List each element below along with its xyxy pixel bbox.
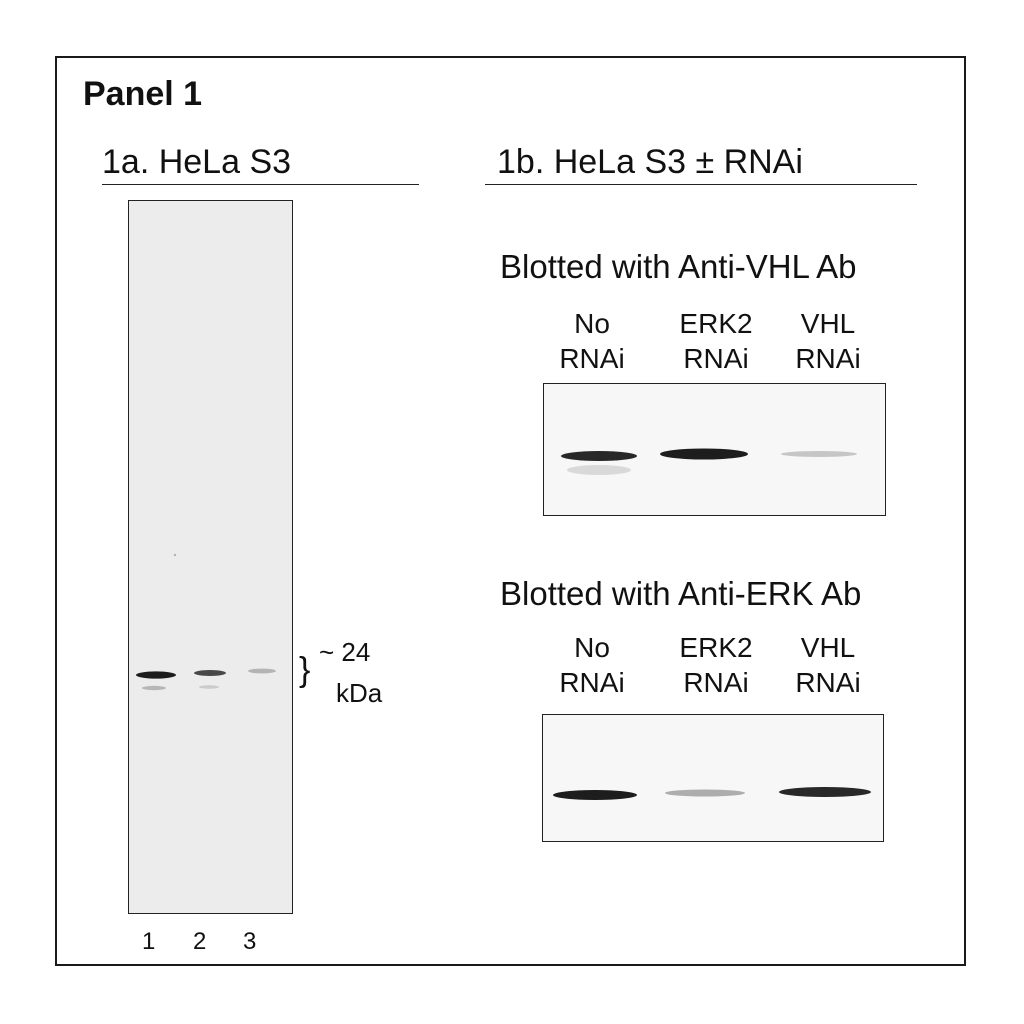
vhl-blot-lane-label-1: No RNAi <box>537 306 647 376</box>
lane-label-line: RNAi <box>795 343 861 374</box>
lane-label-line: RNAi <box>795 667 861 698</box>
gel-a-lane-number-2: 2 <box>193 928 207 955</box>
lane-label-line: No <box>574 308 610 339</box>
erk-blot-lane-label-3: VHL RNAi <box>773 630 883 700</box>
panel-b-rule <box>485 184 917 185</box>
vhl-band-erk2-rnai <box>660 448 748 460</box>
lane-label-line: RNAi <box>559 343 625 374</box>
lane-label-line: ERK2 <box>679 308 753 339</box>
vhl-blot-lane-label-2: ERK2 RNAi <box>661 306 771 376</box>
vhl-blot-title: Blotted with Anti-VHL Ab <box>500 248 857 285</box>
vhl-band-no-rnai <box>561 451 637 461</box>
lane-label-line: ERK2 <box>679 632 753 663</box>
erk-band-vhl-rnai <box>779 787 871 797</box>
marker-brace: } <box>299 651 311 689</box>
gel-a-lane-number-3: 3 <box>243 928 257 955</box>
gel-a-band-lane-3 <box>248 668 276 674</box>
erk-blot-lane-label-2: ERK2 RNAi <box>661 630 771 700</box>
erk-blot-lane-label-1: No RNAi <box>537 630 647 700</box>
gel-a-band-lane-2 <box>194 670 226 676</box>
lane-label-line: RNAi <box>683 667 749 698</box>
vhl-blot-bands <box>561 448 857 475</box>
gel-a-band-lane-1-lower <box>142 685 166 691</box>
panel-a-rule <box>102 184 419 185</box>
gel-a-lane-number-1: 1 <box>142 928 156 955</box>
gel-membrane-a <box>128 200 293 914</box>
figure-frame <box>55 56 966 966</box>
lane-label-line: RNAi <box>559 667 625 698</box>
vhl-band-no-rnai-smear <box>567 465 631 475</box>
gel-a-band-lane-1 <box>136 671 176 679</box>
vhl-blot-membrane <box>543 383 886 516</box>
marker-size-label: ~ 24 <box>319 637 371 667</box>
erk-band-no-rnai <box>553 790 637 800</box>
lane-label-line: No <box>574 632 610 663</box>
gel-a-bands <box>136 553 276 691</box>
lane-label-line: VHL <box>800 308 856 339</box>
erk-blot-bands <box>553 787 871 800</box>
panel-b-title: 1b. HeLa S3 ± RNAi <box>497 143 803 181</box>
gel-a-speck <box>173 553 177 557</box>
lane-label-line: VHL <box>800 632 856 663</box>
erk-band-erk2-rnai <box>665 789 745 797</box>
vhl-band-vhl-rnai <box>781 451 857 457</box>
vhl-blot-lane-label-3: VHL RNAi <box>773 306 883 376</box>
lane-label-line: RNAi <box>683 343 749 374</box>
erk-blot-title: Blotted with Anti-ERK Ab <box>500 575 862 612</box>
marker-unit-label: kDa <box>336 678 383 708</box>
gel-a-band-lane-2-lower <box>199 685 219 689</box>
panel-title: Panel 1 <box>83 75 203 113</box>
erk-blot-membrane <box>542 714 884 842</box>
panel-a-title: 1a. HeLa S3 <box>102 143 292 181</box>
